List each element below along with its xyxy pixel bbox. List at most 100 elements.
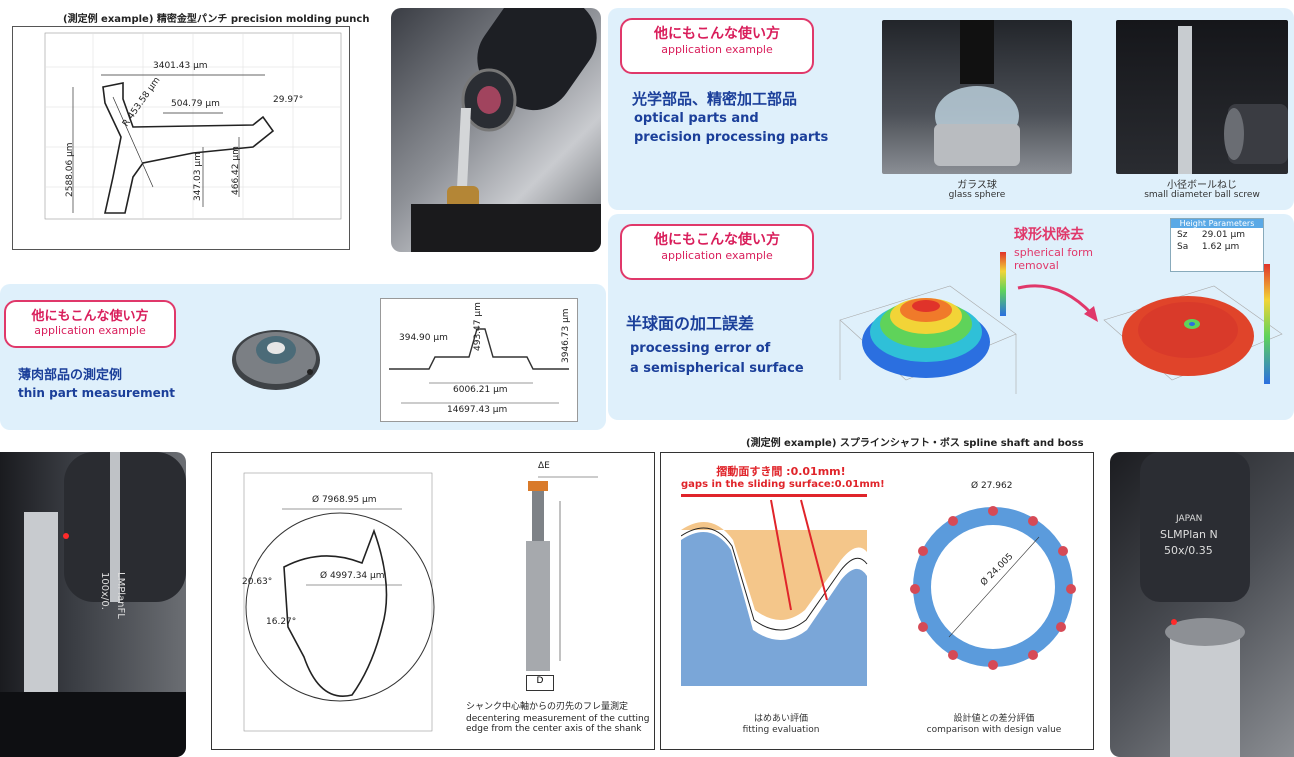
lens-mag-text: 100x/0. [99,572,110,610]
param-sz-label: Sz [1177,230,1188,240]
gap-text-jp: 摺動面すき間 :0.01mm! [716,465,846,478]
hemi-pill-jp: 他にもこんな使い方 [654,232,780,248]
shank-plot: Ø 7968.95 μm Ø 4997.34 μm 20.63° 16.27° [222,467,436,741]
thin-heading-en: thin part measurement [18,386,176,400]
removal-en-1: spherical form [1014,246,1094,259]
thin-dim-1: 394.90 μm [399,333,448,343]
hemi-surface-plot-icon [839,252,1017,394]
spline-title: (測定例 example) スプラインシャフト・ボス spline shaft … [746,438,1084,449]
thin-dim-5: 14697.43 μm [447,405,508,415]
shank-tool-drawing: ΔE D [510,461,620,691]
ball-screw-photo [1116,20,1288,174]
punch-dim-width: 3401.43 μm [153,61,208,71]
shank-caption-jp: シャンク中心軸からの刃先のフレ量測定 [466,702,629,712]
end-mill-photo: LMPlanFL 100x/0. [0,452,186,757]
param-sa-row: Sa 1.62 μm [1171,242,1263,252]
punch-dim-angle: 29.97° [273,95,304,105]
punch-measurement-photo [391,8,601,252]
removal-arrow-icon [1017,284,1098,322]
thin-profile-plot: 394.90 μm 493.47 μm 3946.73 μm 6006.21 μ… [380,298,578,422]
thin-pill-en: application example [34,324,146,337]
shank-dim-angle2: 16.27° [266,617,297,627]
spline-figure: 摺動面すき間 :0.01mm! gaps in the sliding surf… [660,452,1094,750]
glass-sphere-icon [934,20,1020,166]
param-title: Height Parameters [1171,219,1263,228]
thin-heading-jp: 薄肉部品の測定例 [18,368,123,383]
shank-caption-en-2: edge from the center axis of the shank [466,724,642,734]
shank-dim-outer: Ø 7968.95 μm [312,495,377,505]
shank-d-box: D [526,675,554,691]
shank-d-label: D [536,676,544,686]
shank-caption-en-1: decentering measurement of the cutting [466,714,650,724]
hemi-residual-plot-icon [1103,264,1283,384]
glass-sphere-caption-jp: ガラス球 [957,180,997,191]
spline-measurement-photo: JAPAN SLMPlan N 50x/0.35 [1110,452,1294,757]
compare-caption-jp: 設計値との差分評価 [953,714,1035,724]
hemi-application-pill: 他にもこんな使い方 application example [620,224,814,280]
optical-heading-en-1: optical parts and [634,111,759,126]
shank-dim-inner: Ø 4997.34 μm [320,571,385,581]
washer-photo [226,314,332,398]
punch-dim-mid: 347.03 μm [193,152,203,201]
punch-figure: (測定例 example) 精密金型パンチ precision molding … [8,6,369,250]
param-sz-row: Sz 29.01 μm [1171,228,1263,242]
punch-plot: 3401.43 μm 504.79 μm 29.97° R 453.58 μm … [12,26,350,250]
lens-japan-text: JAPAN [1176,514,1203,524]
param-sz-value: 29.01 μm [1201,230,1245,240]
optical-panel: 他にもこんな使い方 application example 光学部品、精密加工部… [608,8,1294,210]
end-mill-icon [0,452,186,757]
cutting-tool-icon [526,476,598,671]
fitting-caption-jp: はめあい評価 [753,714,808,724]
lens-brand-text: LMPlanFL [115,572,126,619]
thin-pill-jp: 他にもこんな使い方 [31,309,149,324]
optical-pill-jp: 他にもこんな使い方 [654,26,780,42]
fitting-profile-icon [680,494,868,686]
spline-diameter-outer: Ø 27.962 [971,481,1013,491]
thin-dim-3: 3946.73 μm [561,308,571,363]
removal-en-2: removal [1014,259,1059,272]
hemi-height-map-before [830,250,1026,414]
shank-figure: Ø 7968.95 μm Ø 4997.34 μm 20.63° 16.27° … [211,452,655,750]
optical-pill-en: application example [661,43,773,56]
thin-dim-2: 493.47 μm [473,302,483,351]
hemi-height-map-after [1096,264,1292,414]
lens-slmp-text: SLMPlan N [1160,528,1218,541]
removal-label: 球形状除去 spherical form removal [1014,224,1114,272]
ball-screw-caption-en: small diameter ball screw [1144,190,1260,200]
thin-profile-svg [389,328,569,404]
fitting-caption-en: fitting evaluation [742,725,820,735]
ball-screw-icon [1178,26,1288,174]
punch-dim-right: 466.42 μm [231,146,241,195]
lens-mag2-text: 50x/0.35 [1164,544,1213,557]
thin-application-pill: 他にもこんな使い方 application example [4,300,176,348]
thin-dim-4: 6006.21 μm [453,385,508,395]
height-parameters-box: Height Parameters Sz 29.01 μm Sa 1.62 μm [1170,218,1264,272]
spline-lens-icon [1140,452,1250,757]
thin-part-panel: 他にもこんな使い方 application example 薄肉部品の測定例 t… [0,284,606,430]
gap-text-en: gaps in the sliding surface:0.01mm! [681,479,885,490]
shank-plot-svg [243,472,435,732]
optical-heading-en-2: precision processing parts [634,130,829,145]
punch-dim-height: 2588.06 μm [65,142,75,197]
ball-screw-caption-jp: 小径ボールねじ [1167,180,1237,191]
spline-boss-icon [910,506,1076,670]
hemi-pill-en: application example [661,249,773,262]
shank-dim-angle1: 20.63° [242,577,273,587]
removal-jp: 球形状除去 [1014,227,1084,243]
objective-lens-icon [411,8,601,252]
fitting-plot: 摺動面すき間 :0.01mm! gaps in the sliding surf… [680,463,885,701]
param-sa-value: 1.62 μm [1201,242,1240,252]
optical-application-pill: 他にもこんな使い方 application example [620,18,814,74]
washer-icon [232,330,320,390]
optical-heading-jp: 光学部品、精密加工部品 [632,90,798,108]
hemi-heading-en-2: a semispherical surface [630,361,804,376]
design-compare-plot: Ø 27.962 Ø 24.005 [909,477,1079,703]
hemi-heading-en-1: processing error of [630,341,771,356]
hemisphere-panel: 他にもこんな使い方 application example 半球面の加工誤差 p… [608,214,1294,420]
hemi-heading-jp: 半球面の加工誤差 [626,314,755,333]
punch-title: (測定例 example) 精密金型パンチ precision molding … [63,14,370,25]
shank-delta-label: ΔE [538,461,550,471]
glass-sphere-caption-en: glass sphere [948,190,1006,200]
compare-caption-en: comparison with design value [926,725,1062,735]
param-sa-label: Sa [1177,242,1189,252]
